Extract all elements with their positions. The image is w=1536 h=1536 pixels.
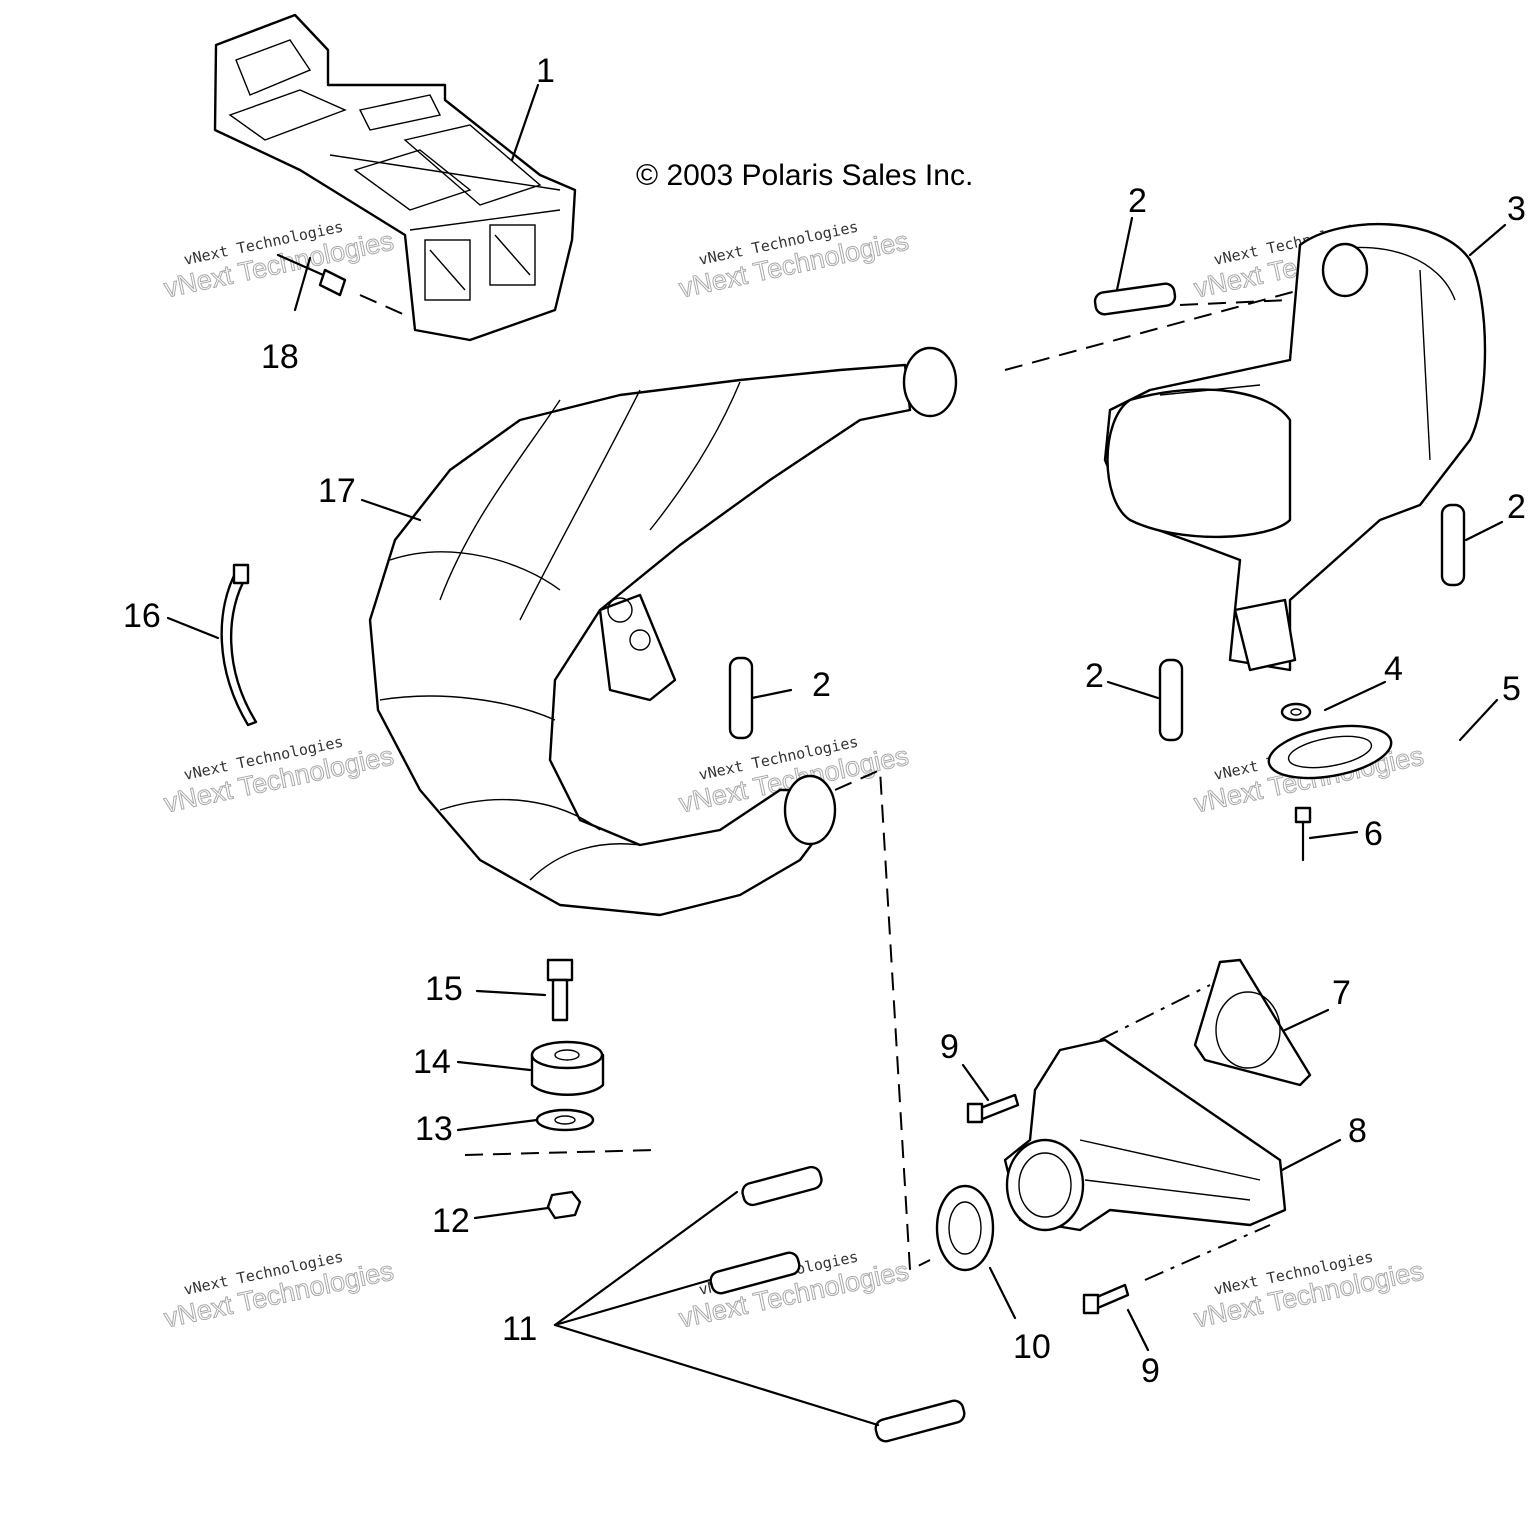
callout-15: 15: [425, 970, 463, 1008]
callout-12: 12: [432, 1202, 470, 1240]
callout-17: 17: [318, 472, 356, 510]
callout-2: 2: [812, 666, 831, 704]
callout-13: 13: [415, 1110, 453, 1148]
callout-3: 3: [1507, 190, 1526, 228]
watermark: vNext Technologies vNext Technologies: [161, 218, 397, 304]
callout-1: 1: [536, 52, 555, 90]
part-11-spring: [741, 1165, 823, 1207]
part-3-silencer: [1103, 222, 1487, 672]
part-2-spring: [728, 656, 754, 740]
callout-9: 9: [1141, 1352, 1160, 1390]
callout-2: 2: [1085, 657, 1104, 695]
part-2-spring: [1093, 282, 1291, 316]
part-5-grommet: [1267, 724, 1393, 780]
part-15-bolt: [546, 958, 574, 1022]
part-9-bolt: [966, 1093, 1020, 1124]
part-14-bushing: [530, 1040, 605, 1096]
watermark: vNext Technologies vNext Technologies: [161, 1248, 397, 1334]
callout-14: 14: [413, 1043, 451, 1081]
copyright-text: © 2003 Polaris Sales Inc.: [636, 159, 973, 192]
callout-9: 9: [940, 1028, 959, 1066]
callout-11: 11: [502, 1310, 537, 1348]
connector-line: [464, 1149, 656, 1156]
watermark: vNext Technologies vNext Technologies: [1191, 1248, 1427, 1334]
part-11-spring: [709, 1251, 801, 1295]
callout-8: 8: [1348, 1112, 1367, 1150]
part-12-nut: [546, 1190, 582, 1220]
callout-2: 2: [1128, 182, 1147, 220]
part-11-spring: [874, 1399, 966, 1443]
callout-7: 7: [1332, 974, 1351, 1012]
part-9-bolt: [1082, 1283, 1130, 1315]
part-7-gasket: [1099, 958, 1312, 1087]
callout-5: 5: [1502, 670, 1521, 708]
callout-16: 16: [123, 597, 161, 635]
part-18-bolt: [276, 253, 406, 316]
part-6-rivet: [1294, 806, 1312, 862]
connector-line: [1004, 289, 1301, 371]
part-13-washer: [535, 1108, 595, 1132]
part-2-spring: [1440, 503, 1466, 587]
part-2-spring: [1158, 658, 1184, 742]
part-17-expansion-chamber: [368, 346, 958, 917]
callout-18: 18: [261, 338, 299, 376]
watermark: vNext Technologies vNext Technologies: [676, 218, 912, 304]
callout-10: 10: [1013, 1328, 1051, 1366]
callout-6: 6: [1364, 815, 1383, 853]
callout-2: 2: [1507, 488, 1526, 526]
connector-line: [834, 768, 931, 1272]
callout-labels: 1 18 2 3 2 2 2 4 5 6 7 8 9 9 10 11 12 13…: [123, 52, 1526, 1390]
leader-lines: [166, 83, 1507, 1427]
part-4-washer: [1280, 702, 1312, 722]
part-8-manifold: [1003, 1038, 1287, 1281]
part-16-strap: [220, 563, 258, 727]
callout-4: 4: [1384, 650, 1403, 688]
part-1-bracket: [213, 13, 577, 342]
watermark: vNext Technologies vNext Technologies: [161, 733, 397, 819]
part-10-ring: [935, 1184, 995, 1272]
